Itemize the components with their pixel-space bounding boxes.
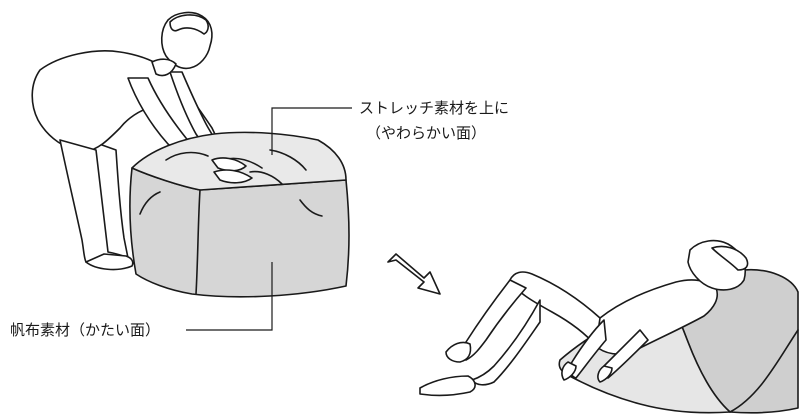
reclining-person [419, 239, 749, 397]
leader-line-bottom [186, 262, 273, 331]
cushion-cube [129, 131, 350, 298]
callout-top-line1: ストレッチ素材を上に [359, 99, 510, 117]
diagonal-outline-arrow-icon [387, 253, 441, 295]
leader-lines [186, 107, 352, 331]
callout-bottom: 帆布素材（かたい面） [10, 321, 161, 339]
hands [211, 157, 253, 184]
callout-top-line2: （やわらかい面） [366, 124, 487, 142]
leader-line-top [271, 107, 352, 155]
person-arranging-cushion [31, 11, 233, 271]
